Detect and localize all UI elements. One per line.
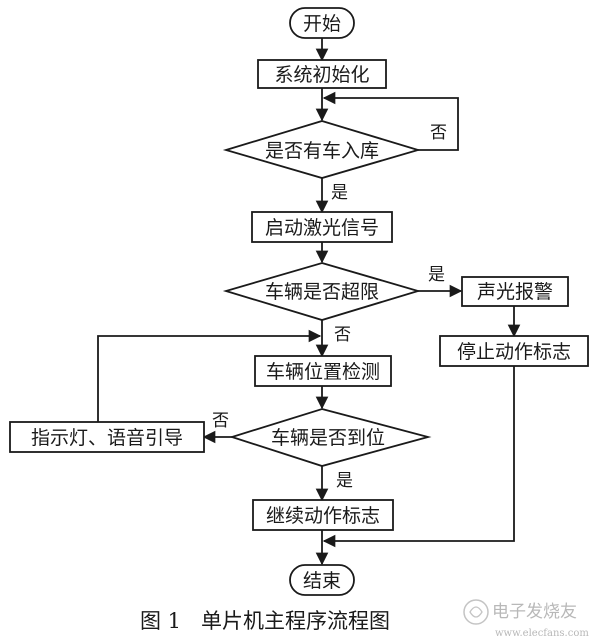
watermark-logo-icon [463,599,489,625]
node-start [289,7,355,39]
continue-flag-label: 继续动作标志 [266,505,380,527]
guide-label: 指示灯、语音引导 [31,427,183,449]
start-label: 开始 [303,13,341,35]
node-labels: 开始 系统初始化 是否有车入库 启动激光信号 车辆是否超限 声光报警 停止动作标… [31,13,571,592]
watermark-url: www.elecfans.com [495,628,589,639]
check-pos-yes-label: 是 [336,471,353,491]
init-label: 系统初始化 [274,64,369,86]
node-laser [251,211,393,243]
watermark-logo-mark [469,606,483,618]
figure-caption: 图 1 单片机主程序流程图 [140,609,390,633]
check-car-label: 是否有车入库 [265,140,379,162]
check-pos-no-label: 否 [212,411,229,431]
node-continue-flag [252,499,394,531]
connectors [97,38,521,566]
laser-label: 启动激光信号 [265,217,379,239]
edge-check-car-no-loop [322,91,459,151]
node-check-limit [222,262,422,321]
node-detect [254,355,392,387]
watermark: 电子发烧友 www.elecfans.com [463,599,589,639]
node-guide [9,421,205,453]
stop-flag-label: 停止动作标志 [457,341,571,363]
node-check-pos [229,408,432,467]
node-end [289,564,355,596]
check-pos-label: 车辆是否到位 [271,427,385,449]
node-alarm [461,276,569,307]
node-init [257,59,387,89]
check-limit-no-label: 否 [334,325,351,345]
alarm-label: 声光报警 [477,281,553,303]
check-limit-label: 车辆是否超限 [265,281,379,303]
edge-stop-end [322,366,515,548]
check-limit-yes-label: 是 [428,265,445,285]
end-label: 结束 [303,570,341,592]
check-car-yes-label: 是 [331,183,348,203]
edge-labels: 否 是 是 否 否 是 [212,123,447,491]
node-stop-flag [439,335,589,367]
edge-guide-loop [97,329,322,422]
watermark-brand: 电子发烧友 [492,602,577,622]
detect-label: 车辆位置检测 [266,361,380,383]
node-check-car [222,120,422,179]
check-car-no-label: 否 [430,123,447,143]
shapes [9,7,589,596]
